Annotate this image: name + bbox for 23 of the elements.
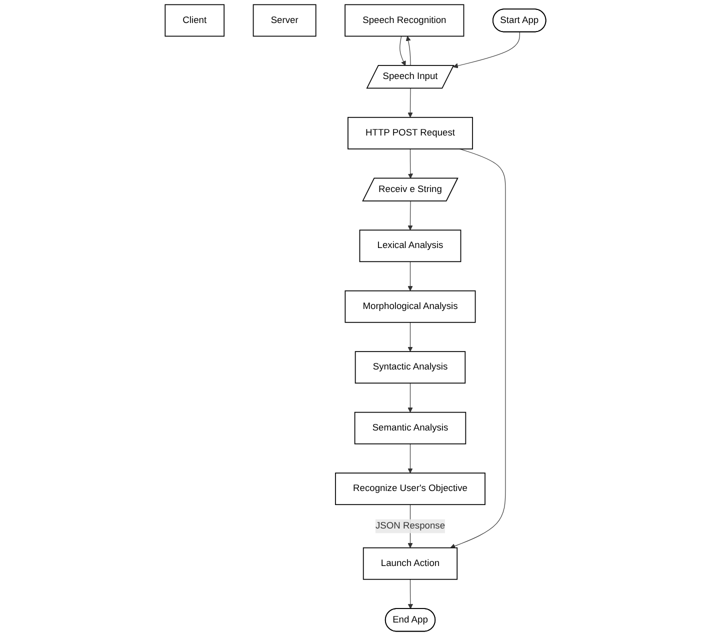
arrow bbox=[453, 32, 520, 68]
node-box: Recognize User's Objective bbox=[335, 472, 486, 506]
arrow bbox=[408, 148, 414, 179]
node-box: Morphological Analysis bbox=[344, 290, 476, 323]
arrow bbox=[408, 444, 413, 474]
node-box: Semantic Analysis bbox=[354, 412, 466, 444]
node-box: Client bbox=[164, 4, 225, 37]
node-box: Syntactic Analysis bbox=[354, 351, 466, 384]
node-box: Launch Action bbox=[362, 547, 458, 580]
arrow bbox=[408, 579, 414, 610]
arrow bbox=[450, 148, 506, 549]
arrow bbox=[408, 322, 413, 352]
edge-label: JSON Response bbox=[375, 520, 446, 531]
node-box: HTTP POST Request bbox=[348, 116, 473, 150]
arrow bbox=[408, 200, 413, 230]
arrow bbox=[408, 88, 413, 118]
arrow bbox=[408, 382, 413, 413]
arrow bbox=[408, 261, 413, 292]
arrow bbox=[400, 36, 406, 66]
arrow bbox=[406, 36, 411, 66]
node-box: Server bbox=[252, 4, 316, 37]
node-box: Speech Recognition bbox=[344, 4, 464, 37]
node-box: Lexical Analysis bbox=[359, 230, 462, 262]
